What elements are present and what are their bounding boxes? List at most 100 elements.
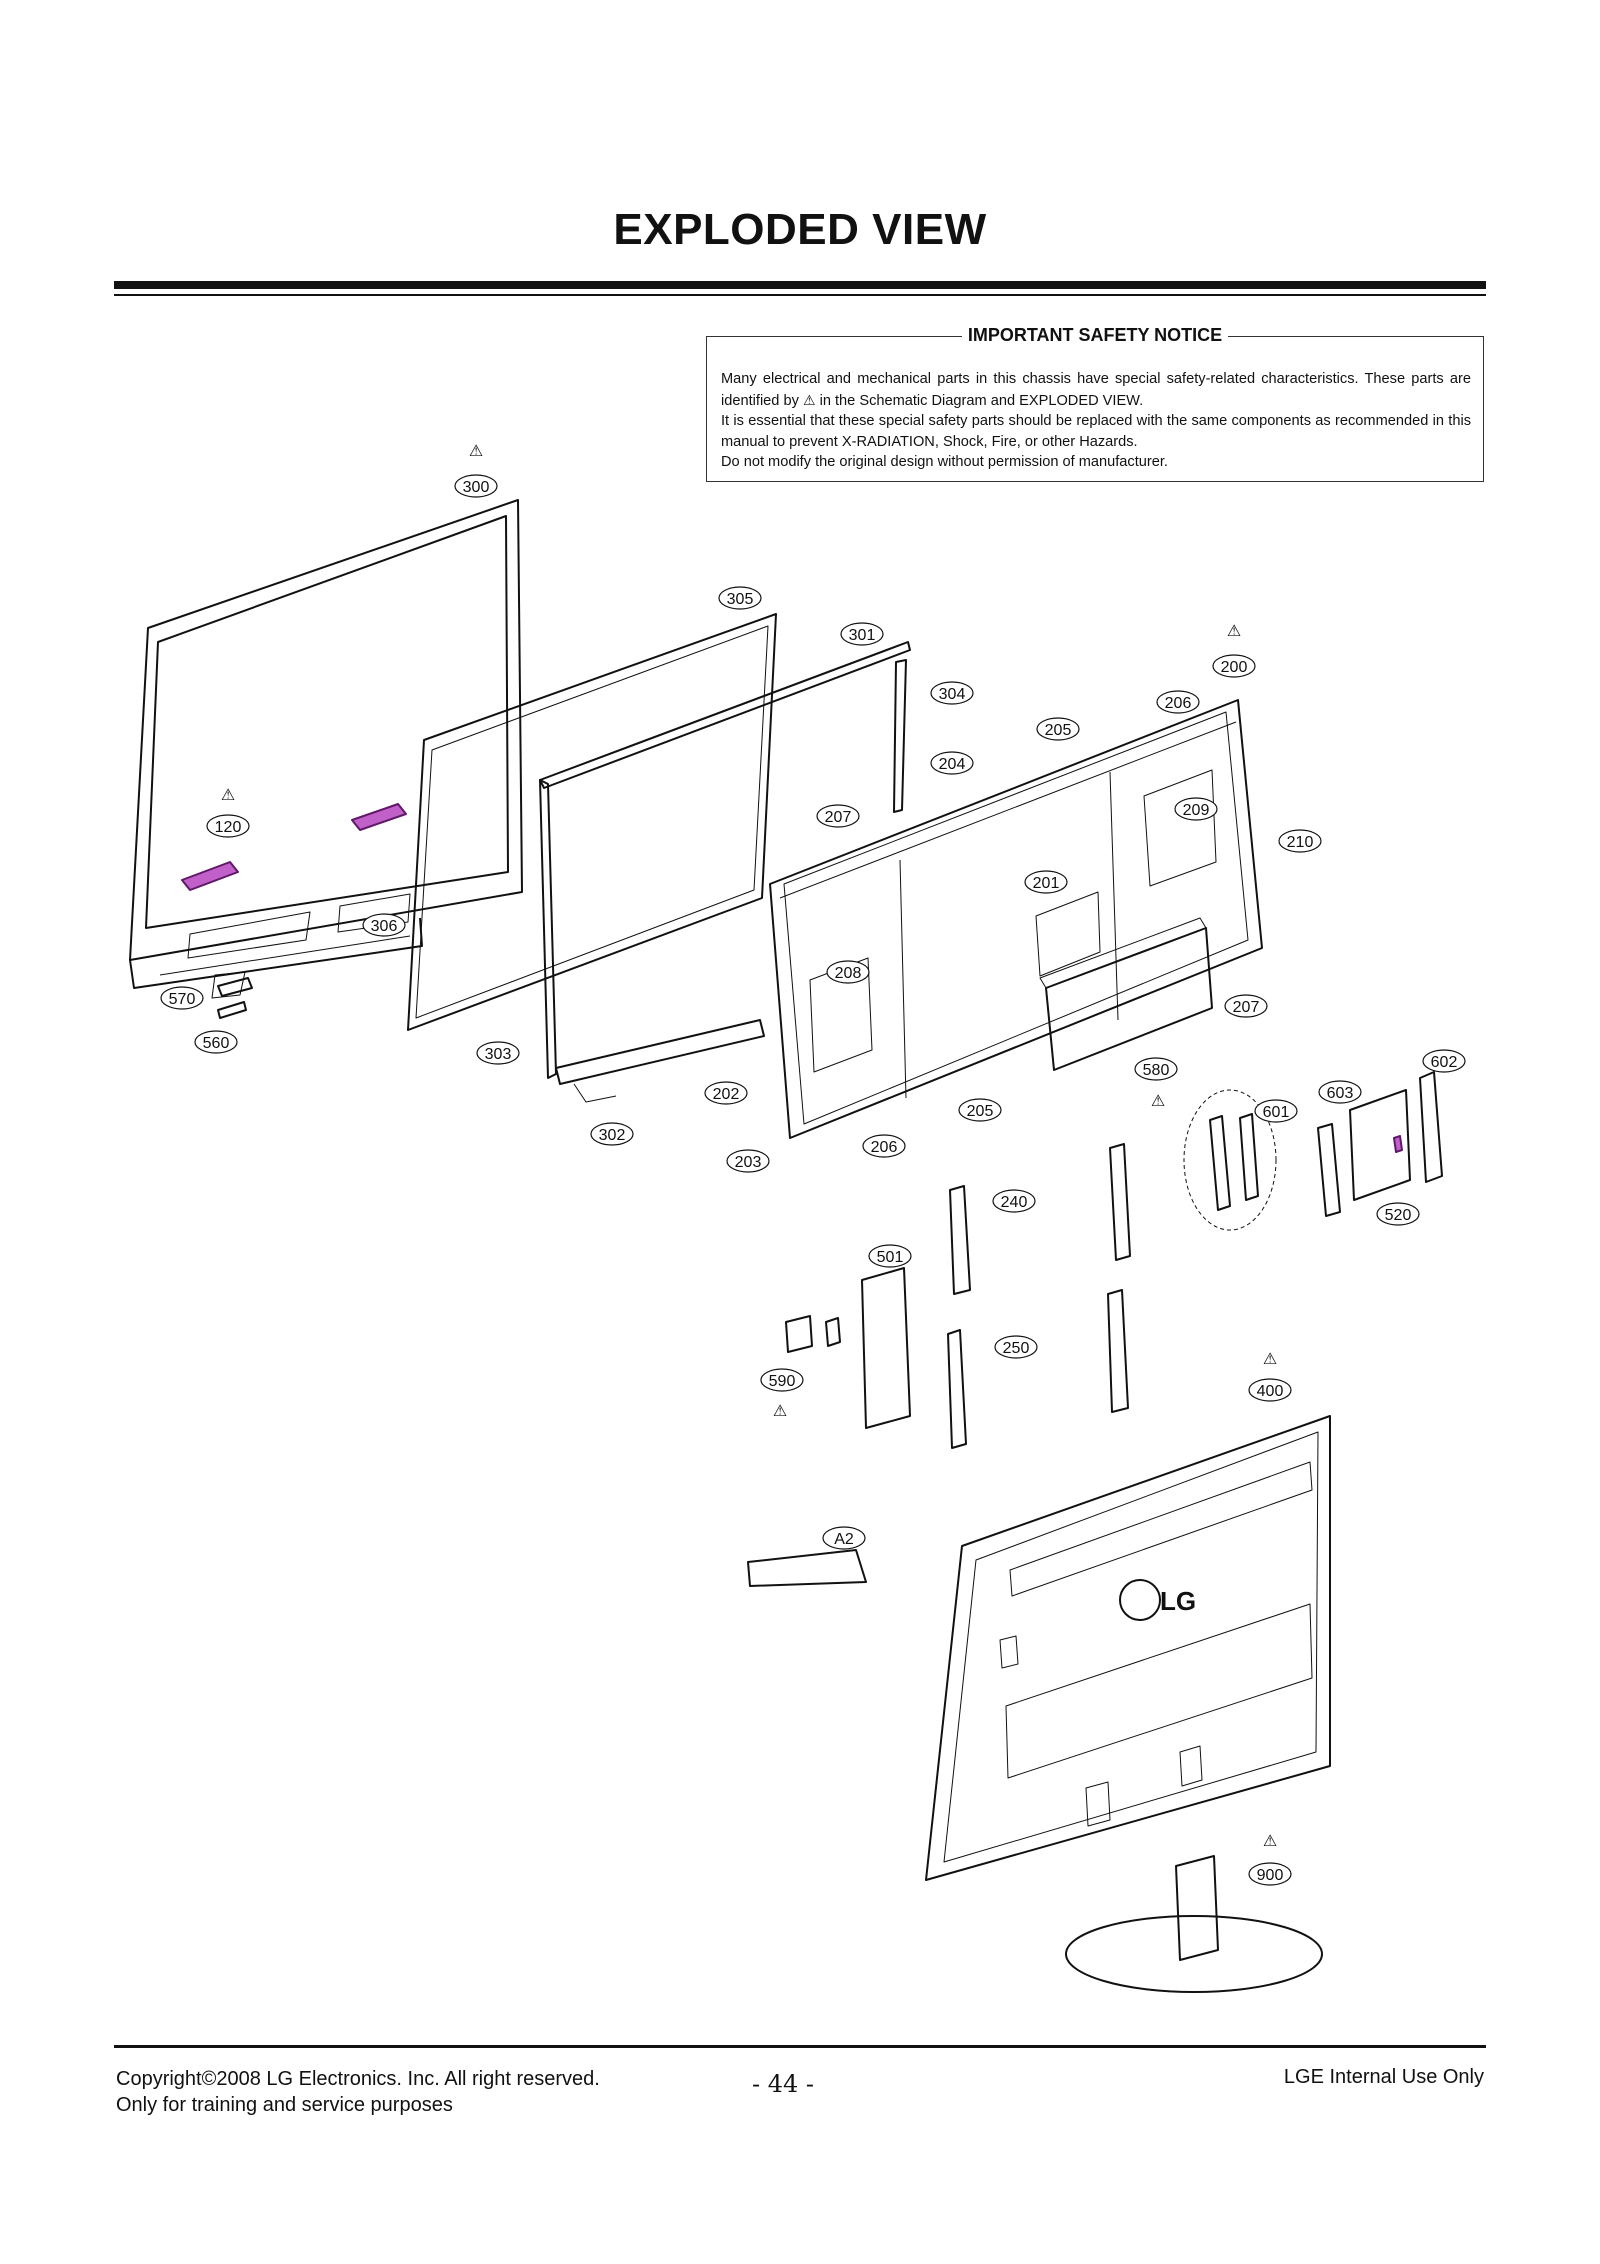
small-parts-drawing — [217, 977, 253, 1019]
notice-paragraph-3: Do not modify the original design withou… — [721, 454, 1168, 470]
part-label-210: 210 — [1278, 829, 1322, 853]
svg-text:301: 301 — [849, 627, 876, 644]
title-rule-thin — [114, 294, 1486, 296]
stand-drawing — [1065, 1855, 1323, 1993]
part-label-570: 570 — [160, 986, 204, 1010]
svg-text:580: 580 — [1143, 1062, 1170, 1079]
part-label-305: 305 — [718, 586, 762, 610]
part-label-201: 201 — [1024, 870, 1068, 894]
warning-triangle-icon: ⚠ — [773, 1403, 787, 1420]
part-label-205-bottom: 205 — [958, 1098, 1002, 1122]
part-label-302: 302 — [590, 1122, 634, 1146]
svg-text:207: 207 — [1233, 999, 1260, 1016]
svg-text:240: 240 — [1001, 1194, 1028, 1211]
svg-text:900: 900 — [1257, 1867, 1284, 1884]
page-number: - 44 - — [752, 2070, 815, 2098]
part-label-590: 590 ⚠ — [760, 1368, 804, 1420]
part-label-206-top: 206 — [1156, 690, 1200, 714]
svg-text:304: 304 — [939, 686, 966, 703]
part-label-120: ⚠ 120 — [206, 787, 250, 838]
svg-text:120: 120 — [215, 819, 242, 836]
svg-text:210: 210 — [1287, 834, 1314, 851]
svg-text:520: 520 — [1385, 1207, 1412, 1224]
part-label-306: 306 — [362, 913, 406, 937]
part-label-240: 240 — [992, 1189, 1036, 1213]
svg-text:202: 202 — [713, 1086, 740, 1103]
part-label-a2: A2 — [822, 1526, 866, 1550]
svg-text:206: 206 — [871, 1139, 898, 1156]
part-label-205-top: 205 — [1036, 717, 1080, 741]
svg-text:201: 201 — [1033, 875, 1060, 892]
part-label-206-bottom: 206 — [862, 1134, 906, 1158]
speaker-drawing — [181, 803, 407, 891]
svg-text:208: 208 — [835, 965, 862, 982]
svg-text:205: 205 — [1045, 722, 1072, 739]
back-cover-drawing — [925, 1415, 1331, 1881]
stand-brackets-drawing — [947, 1143, 1131, 1449]
part-label-400: ⚠ 400 — [1248, 1351, 1292, 1402]
side-boards-drawing — [1183, 1071, 1443, 1231]
internal-use-note: LGE Internal Use Only — [1283, 2066, 1484, 2088]
glass-filter-drawing — [407, 613, 777, 1031]
safety-notice-box: IMPORTANT SAFETY NOTICE Many electrical … — [706, 325, 1484, 482]
warning-triangle-icon: ⚠ — [221, 787, 235, 804]
safety-notice-body: Many electrical and mechanical parts in … — [721, 369, 1471, 473]
part-label-204: 204 — [930, 751, 974, 775]
svg-text:303: 303 — [485, 1046, 512, 1063]
front-bezel-drawing — [129, 499, 523, 999]
svg-text:305: 305 — [727, 591, 754, 608]
svg-text:306: 306 — [371, 918, 398, 935]
page-title: EXPLODED VIEW — [613, 205, 987, 254]
title-rule-thick — [114, 281, 1486, 289]
remote-control-drawing — [747, 1549, 867, 1587]
svg-text:204: 204 — [939, 756, 966, 773]
frame-bars-drawing — [539, 641, 911, 1079]
part-label-900: ⚠900 — [1248, 1833, 1292, 1886]
svg-text:602: 602 — [1431, 1054, 1458, 1071]
part-label-303: 303 — [476, 1041, 520, 1065]
svg-text:300: 300 — [463, 479, 490, 496]
part-labels: ⚠ 300 305 301 304 ⚠ 200 206 205 204 209 21… — [160, 443, 1466, 1886]
warning-triangle-icon: ⚠ — [802, 391, 816, 408]
svg-text:203: 203 — [735, 1154, 762, 1171]
part-label-501: 501 — [868, 1244, 912, 1268]
part-label-304: 304 — [930, 681, 974, 705]
part-label-300: ⚠ 300 — [454, 443, 498, 498]
svg-text:206: 206 — [1165, 695, 1192, 712]
copyright-line-1: Copyright©2008 LG Electronics. Inc. All … — [116, 2068, 600, 2090]
part-label-602: 602 — [1422, 1049, 1466, 1073]
svg-text:205: 205 — [967, 1103, 994, 1120]
notice-paragraph-1: Many electrical and mechanical parts in … — [721, 371, 1471, 409]
part-label-301: 301 — [840, 622, 884, 646]
power-supply-drawing — [1039, 917, 1213, 1071]
part-label-603: 603 — [1318, 1080, 1362, 1104]
copyright-line-2: Only for training and service purposes — [116, 2094, 453, 2116]
bottom-bracket-drawing — [555, 1019, 765, 1103]
svg-text:601: 601 — [1263, 1104, 1290, 1121]
part-label-207-right: 207 — [1224, 994, 1268, 1018]
svg-text:570: 570 — [169, 991, 196, 1008]
part-label-560: 560 — [194, 1030, 238, 1054]
svg-text:603: 603 — [1327, 1085, 1354, 1102]
part-label-601: 601 — [1254, 1099, 1298, 1123]
svg-text:560: 560 — [203, 1035, 230, 1052]
footer-rule — [114, 2045, 1486, 2048]
part-label-202: 202 — [704, 1081, 748, 1105]
svg-text:590: 590 — [769, 1373, 796, 1390]
svg-text:200: 200 — [1221, 659, 1248, 676]
part-label-208: 208 — [826, 960, 870, 984]
svg-text:250: 250 — [1003, 1340, 1030, 1357]
warning-triangle-icon: ⚠ — [1263, 1351, 1277, 1368]
part-label-250: 250 — [994, 1335, 1038, 1359]
svg-text:400: 400 — [1257, 1383, 1284, 1400]
warning-triangle-icon: ⚠ — [1227, 623, 1241, 640]
part-label-209: 209 — [1174, 797, 1218, 821]
warning-triangle-icon: ⚠ — [469, 443, 483, 460]
svg-text:209: 209 — [1183, 802, 1210, 819]
part-label-200: ⚠ 200 — [1212, 623, 1256, 678]
svg-text:207: 207 — [825, 809, 852, 826]
svg-text:501: 501 — [877, 1249, 904, 1266]
svg-text:A2: A2 — [834, 1531, 854, 1548]
warning-triangle-icon: ⚠ — [1151, 1093, 1165, 1110]
